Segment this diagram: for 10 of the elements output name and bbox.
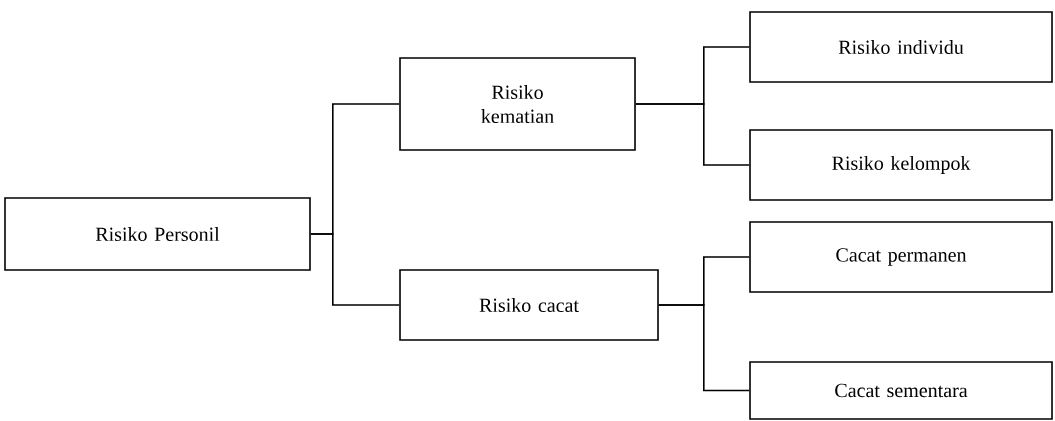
process-box: Risiko individu	[749, 11, 1053, 83]
connector-line	[310, 233, 400, 306]
process-box: Risiko cacat	[399, 269, 659, 341]
process-box: Cacat sementara	[749, 361, 1053, 420]
process-box: Risiko kelompok	[749, 129, 1053, 201]
connector-line	[658, 304, 750, 392]
connector-line	[635, 103, 750, 166]
process-box: Cacat permanen	[749, 221, 1053, 293]
process-box: Risiko kematian	[399, 57, 636, 151]
process-box: Risiko Personil	[4, 197, 311, 271]
